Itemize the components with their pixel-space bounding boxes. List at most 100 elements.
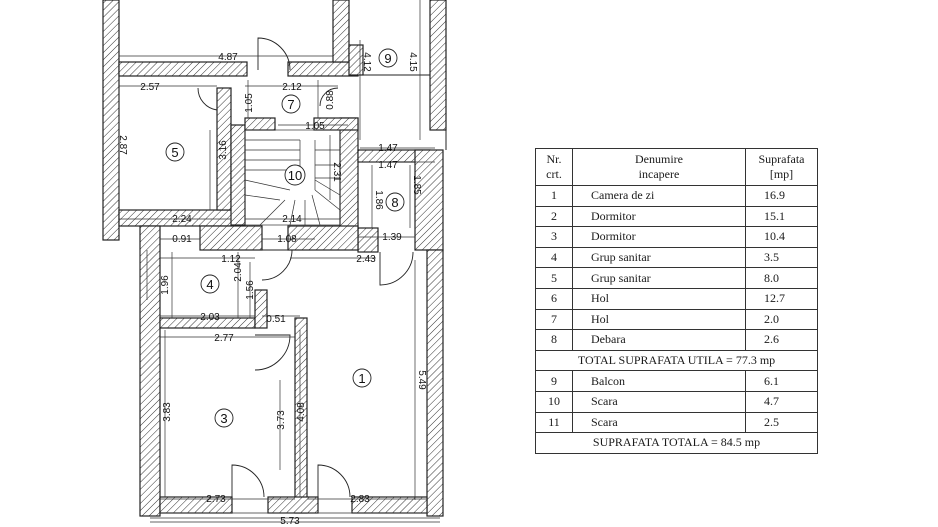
dim-label: 1.05 — [244, 93, 255, 113]
wall-room2-right — [332, 0, 350, 63]
dim-label: 2.43 — [356, 254, 376, 265]
dim-label: 1.47 — [378, 143, 398, 154]
wall-left-upper — [102, 0, 120, 241]
room-4-marker — [200, 274, 220, 294]
cell-nr: 7 — [535, 308, 573, 331]
wall-room8-bottom-left — [357, 227, 379, 253]
cell-area: 2.6 — [745, 329, 818, 351]
dim-label: 1.86 — [373, 190, 384, 210]
header-area: Suprafata[mp] — [745, 148, 818, 186]
cell-name: Grup sanitar — [572, 267, 746, 289]
room-5-label: 5 — [171, 145, 178, 160]
wall-room8-right — [414, 149, 444, 251]
cell-nr: 4 — [535, 246, 573, 269]
dim-label: 5.49 — [416, 370, 427, 390]
room-7-marker — [281, 94, 301, 114]
cell-area: 6.1 — [745, 370, 818, 392]
cell-area: 3.5 — [745, 246, 818, 269]
dim-label: 0.88 — [325, 90, 336, 110]
dim-label: 1.39 — [382, 232, 402, 243]
dim-label: 1.96 — [160, 275, 171, 295]
outlines — [139, 74, 447, 523]
wall-room7-bottom-left — [244, 117, 276, 131]
dim-label: 2.87 — [117, 135, 128, 155]
cell-nr: 8 — [535, 329, 573, 351]
room-markers: 1 3 4 5 7 8 9 10 — [165, 48, 405, 428]
cell-nr: 5 — [535, 267, 573, 289]
room-7-label: 7 — [287, 97, 294, 112]
table-total-row: TOTAL SUPRAFATA UTILA = 77.3 mp — [535, 349, 818, 372]
dim-label: 1.47 — [378, 160, 398, 171]
dim-label: 3.16 — [218, 140, 229, 160]
dim-label: 2.77 — [214, 333, 234, 344]
floor-plan: 1 3 4 5 7 8 9 10 4.87 2.57 2.12 1.05 0.8… — [102, 0, 447, 527]
dim-label: 1.12 — [221, 254, 241, 265]
wall-room4-right — [254, 289, 268, 329]
dim-label: 3.73 — [276, 410, 287, 430]
dim-label: 4.15 — [407, 52, 418, 72]
dim-label: 1.56 — [245, 280, 256, 300]
dim-label: 1.08 — [277, 234, 297, 245]
table-total-row: SUPRAFATA TOTALA = 84.5 mp — [535, 432, 818, 454]
cell-nr: 6 — [535, 287, 573, 310]
cell-name: Camera de zi — [572, 185, 746, 207]
cell-area: 15.1 — [745, 205, 818, 228]
wall-room9-right — [429, 0, 447, 131]
header-nr: Nr.crt. — [535, 148, 573, 186]
cell-nr: 2 — [535, 205, 573, 228]
useful-area-total: TOTAL SUPRAFATA UTILA = 77.3 mp — [535, 349, 818, 372]
room-10-marker — [284, 164, 306, 186]
wall-hall-top — [199, 225, 263, 251]
dim-label: 2.57 — [140, 82, 160, 93]
cell-area: 2.0 — [745, 308, 818, 331]
cell-name: Grup sanitar — [572, 246, 746, 269]
room-8-marker — [385, 192, 405, 212]
wall-left-lower — [139, 225, 161, 517]
dim-label: 1.05 — [305, 121, 325, 132]
cell-nr: 11 — [535, 411, 573, 434]
dim-label: 2.14 — [282, 214, 302, 225]
dim-label: 2.83 — [350, 494, 370, 505]
cell-name: Hol — [572, 287, 746, 310]
dim-label: 2.31 — [331, 162, 342, 182]
cell-name: Dormitor — [572, 226, 746, 248]
cell-name: Balcon — [572, 370, 746, 392]
cell-area: 10.4 — [745, 226, 818, 248]
room-9-label: 9 — [384, 51, 391, 66]
cell-name: Dormitor — [572, 205, 746, 228]
wall-hall-top-right — [287, 225, 359, 251]
dim-label: 1.85 — [411, 175, 422, 195]
room-5-marker — [165, 142, 185, 162]
dim-label: 0.91 — [172, 234, 192, 245]
dim-label: 4.12 — [361, 52, 372, 72]
cell-nr: 3 — [535, 226, 573, 248]
dim-label: 3.83 — [162, 402, 173, 422]
cell-name: Scara — [572, 411, 746, 434]
cell-nr: 1 — [535, 185, 573, 207]
wall-room9-left — [348, 44, 364, 76]
room-1-label: 1 — [358, 371, 365, 386]
dim-label: 2.03 — [200, 312, 220, 323]
cell-area: 12.7 — [745, 287, 818, 310]
cell-name: Hol — [572, 308, 746, 331]
dimension-lines — [118, 0, 440, 519]
cell-nr: 10 — [535, 390, 573, 413]
dimension-labels: 4.87 2.57 2.12 1.05 0.88 1.05 4.12 4.15 … — [117, 52, 427, 527]
cell-area: 8.0 — [745, 267, 818, 289]
room-9-marker — [378, 48, 398, 68]
dim-label: 4.87 — [218, 52, 238, 63]
cell-name: Debara — [572, 329, 746, 351]
cell-nr: 9 — [535, 370, 573, 392]
